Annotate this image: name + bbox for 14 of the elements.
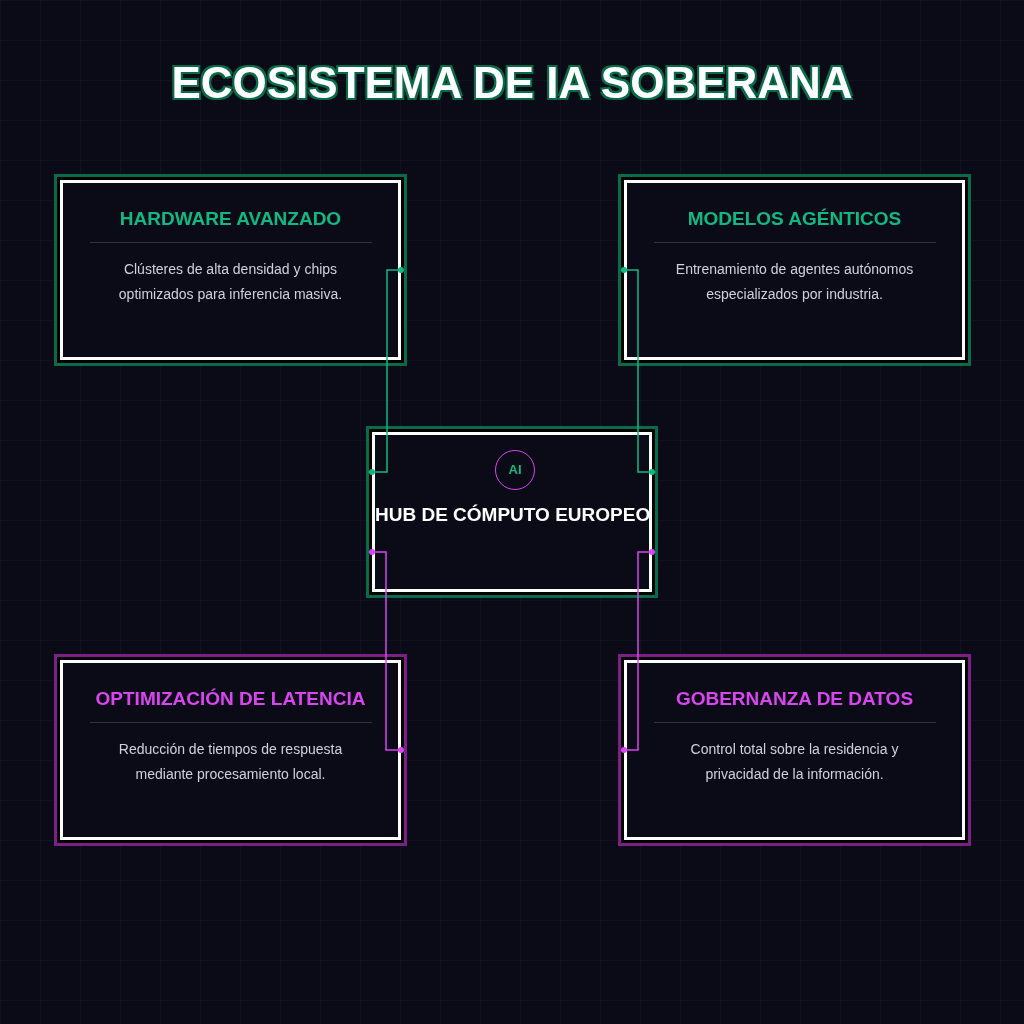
card-description: Reducción de tiempos de respuesta mediante procesamiento local. (117, 739, 344, 784)
diagram-title: ECOSISTEMA DE IA SOBERANA (170, 57, 854, 109)
card-description: Clústeres de alta densidad y chips optimizados para inferencia masiva. (117, 259, 344, 304)
connector-line (621, 549, 655, 753)
card-heading: MODELOS AGÉNTICOS (687, 207, 902, 231)
card-description: Control total sobre la residencia y privacidad de la información. (689, 739, 900, 784)
connector-line (621, 267, 655, 475)
card-heading: GOBERNANZA DE DATOS (675, 687, 914, 711)
connector-line (369, 549, 404, 753)
card-description: Entrenamiento de agentes autónomos especializados por industria. (674, 259, 915, 304)
connector-line (369, 267, 404, 475)
card-heading: HARDWARE AVANZADO (119, 207, 342, 231)
card-heading: OPTIMIZACIÓN DE LATENCIA (95, 687, 366, 711)
hub-title: HUB DE CÓMPUTO EUROPEO (375, 503, 649, 527)
